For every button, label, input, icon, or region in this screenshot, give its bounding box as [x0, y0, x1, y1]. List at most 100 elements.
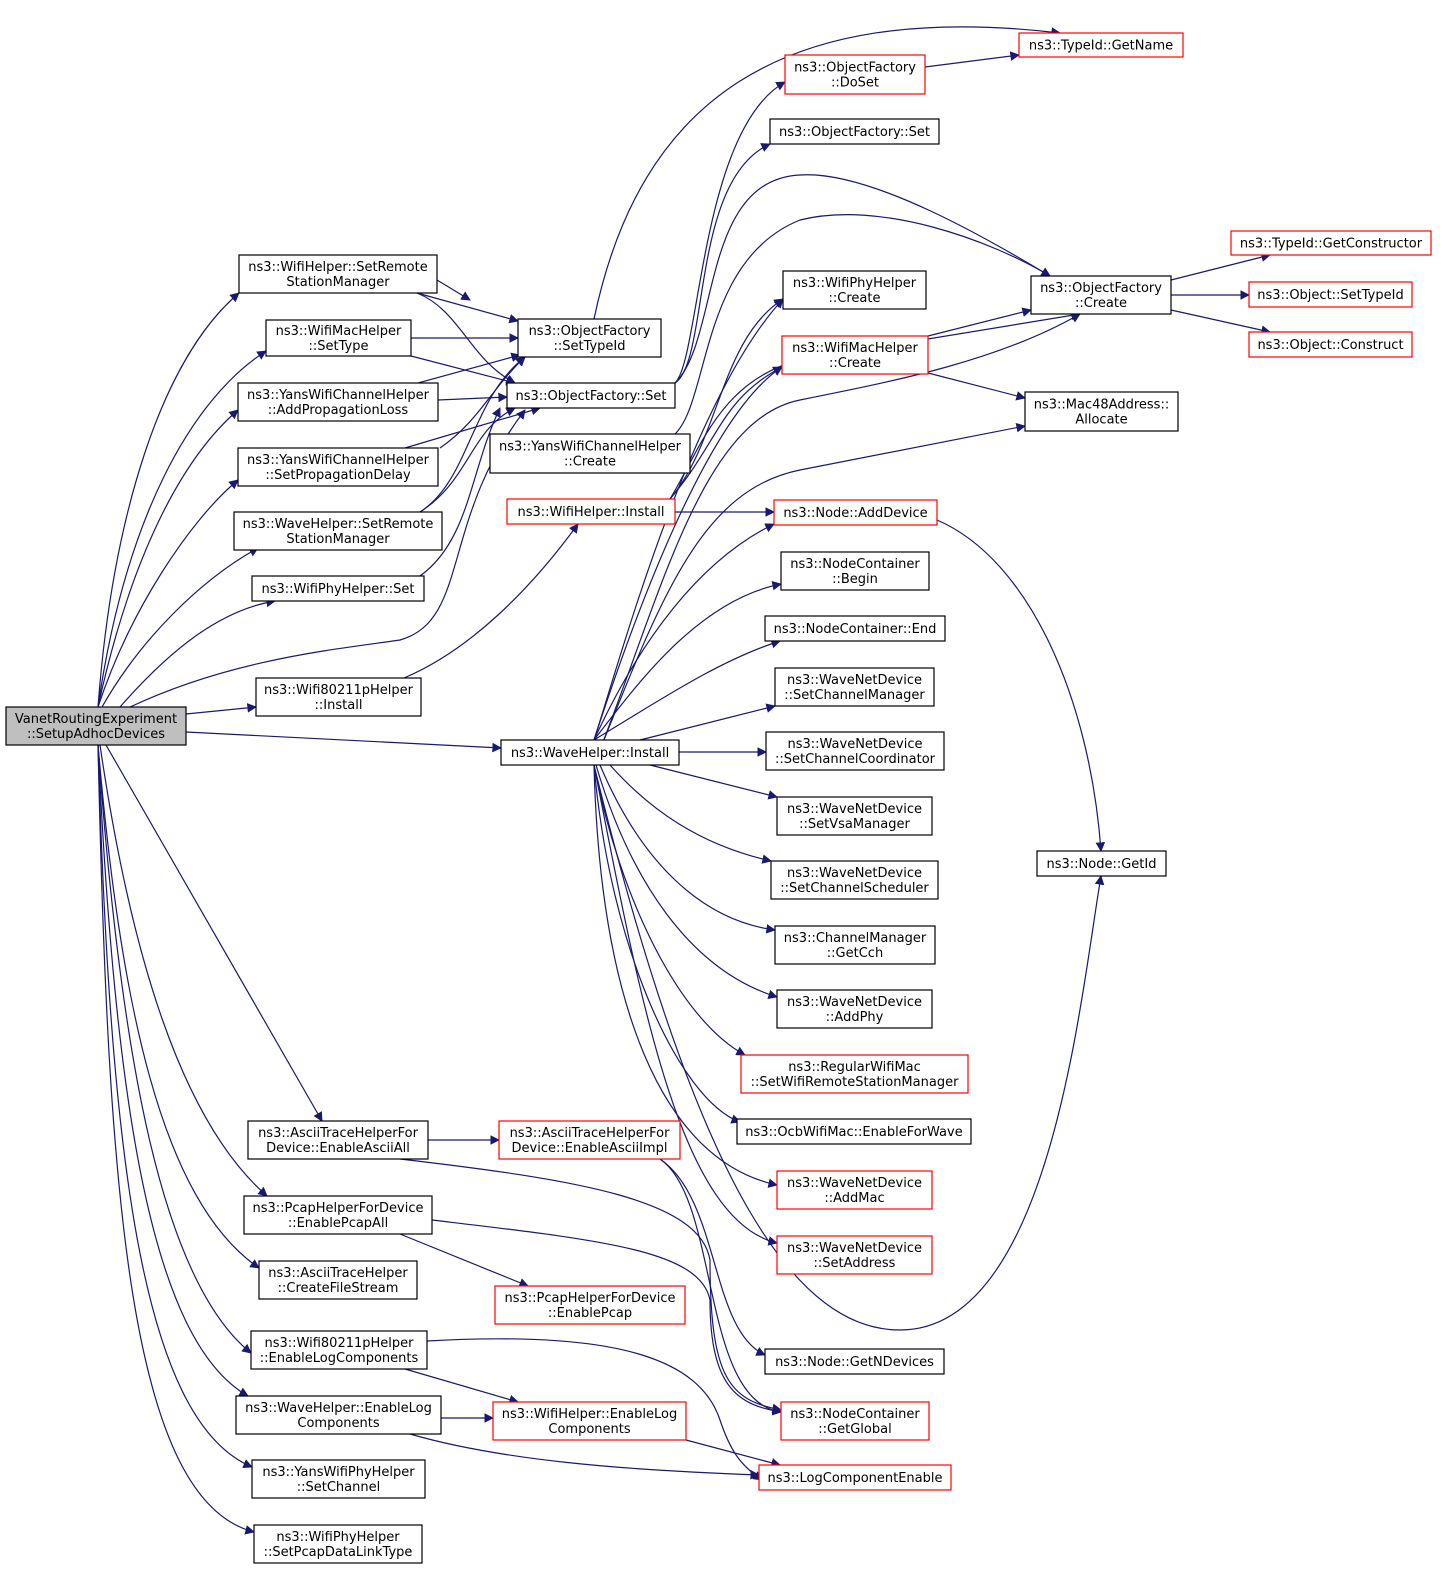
- node-obj_construct[interactable]: ns3::Object::Construct: [1248, 331, 1413, 358]
- node-box: [1024, 391, 1179, 432]
- node-box: [765, 731, 945, 771]
- edge-wave_install-to-owm_enable: [593, 764, 741, 1124]
- node-wnd_setaddr[interactable]: ns3::WaveNetDevice::SetAddress: [776, 1235, 933, 1275]
- edge-wh_setremote-to-of_set: [416, 292, 516, 384]
- node-label: ::AddMac: [824, 1191, 884, 1206]
- node-wh_install[interactable]: ns3::WifiHelper::Install: [506, 498, 676, 525]
- node-label: ns3::Node::GetId: [1047, 857, 1157, 872]
- node-label: ns3::PcapHelperForDevice: [505, 1291, 676, 1306]
- node-ywph_setchannel[interactable]: ns3::YansWifiPhyHelper::SetChannel: [251, 1459, 426, 1499]
- node-of_settypeid[interactable]: ns3::ObjectFactory::SetTypeId: [517, 318, 662, 358]
- node-label: ::AddPropagationLoss: [268, 403, 409, 418]
- node-label: ns3::NodeContainer: [790, 1407, 920, 1422]
- node-node_adddevice[interactable]: ns3::Node::AddDevice: [773, 499, 938, 526]
- node-box: [517, 318, 662, 358]
- node-nc_getglobal[interactable]: ns3::NodeContainer::GetGlobal: [780, 1401, 930, 1441]
- node-label: ns3::WaveNetDevice: [787, 673, 922, 688]
- edge-w80211p_enablelog-to-log_enable: [426, 1338, 763, 1481]
- node-wnd_setvsa[interactable]: ns3::WaveNetDevice::SetVsaManager: [776, 796, 933, 836]
- node-ascii_enableimpl[interactable]: ns3::AsciiTraceHelperForDevice::EnableAs…: [498, 1120, 681, 1160]
- node-tid_getctor[interactable]: ns3::TypeId::GetConstructor: [1230, 230, 1432, 256]
- node-ywch_addprop[interactable]: ns3::YansWifiChannelHelper::AddPropagati…: [237, 382, 439, 422]
- node-label: ns3::LogComponentEnable: [767, 1471, 942, 1486]
- node-box: [498, 1120, 681, 1160]
- node-mac48_alloc[interactable]: ns3::Mac48Address::Allocate: [1024, 391, 1179, 432]
- node-rwm_setwifi[interactable]: ns3::RegularWifiMac::SetWifiRemoteStatio…: [740, 1054, 969, 1094]
- node-label: ::GetGlobal: [818, 1422, 891, 1437]
- node-box: [251, 1459, 426, 1499]
- node-label: ::SetChannelScheduler: [780, 881, 929, 896]
- node-box: [500, 739, 680, 766]
- node-box: [1030, 275, 1172, 315]
- edge-ywch_create-to-of_create: [674, 214, 1051, 435]
- edge-root-to-wmh_settype: [97, 350, 267, 708]
- node-ywch_create[interactable]: ns3::YansWifiChannelHelper::Create: [489, 433, 691, 474]
- node-box: [773, 499, 938, 526]
- node-label: ::AddPhy: [826, 1010, 884, 1025]
- node-label: ::Create: [829, 356, 881, 371]
- node-of_set2[interactable]: ns3::ObjectFactory::Set: [769, 118, 940, 145]
- node-nc_begin[interactable]: ns3::NodeContainer::Begin: [780, 551, 930, 591]
- node-label: ::CreateFileStream: [278, 1281, 399, 1296]
- node-wave_install[interactable]: ns3::WaveHelper::Install: [500, 739, 680, 766]
- node-wave_enablelog[interactable]: ns3::WaveHelper::EnableLogComponents: [235, 1395, 442, 1435]
- edge-wh_install-to-wmh_create: [669, 366, 783, 500]
- node-box: [250, 1330, 428, 1370]
- node-label: ::Create: [1075, 296, 1127, 311]
- node-wnd_addmac[interactable]: ns3::WaveNetDevice::AddMac: [776, 1170, 933, 1210]
- node-tid_getname[interactable]: ns3::TypeId::GetName: [1018, 32, 1184, 58]
- node-w80211p_install[interactable]: ns3::Wifi80211pHelper::Install: [255, 677, 422, 717]
- node-pcap_enablepcap[interactable]: ns3::PcapHelperForDevice::EnablePcap: [494, 1285, 686, 1325]
- node-nc_end[interactable]: ns3::NodeContainer::End: [764, 615, 946, 642]
- node-label: ns3::WaveNetDevice: [787, 1176, 922, 1191]
- node-box: [774, 667, 935, 707]
- node-box: [770, 860, 939, 900]
- node-w80211p_enablelog[interactable]: ns3::Wifi80211pHelper::EnableLogComponen…: [250, 1330, 428, 1370]
- edge-wave_enablelog-to-log_enable: [409, 1433, 760, 1480]
- node-label: ns3::YansWifiChannelHelper: [499, 440, 682, 455]
- node-label: ns3::AsciiTraceHelperFor: [258, 1126, 419, 1141]
- node-box: [740, 1054, 969, 1094]
- edge-of_doset-to-tid_getname: [924, 51, 1020, 68]
- node-owm_enable[interactable]: ns3::OcbWifiMac::EnableForWave: [736, 1118, 972, 1145]
- node-node_getid[interactable]: ns3::Node::GetId: [1036, 850, 1167, 877]
- node-box: [265, 319, 412, 357]
- node-cm_getcch[interactable]: ns3::ChannelManager::GetCch: [774, 925, 936, 965]
- node-wnd_setchcoord[interactable]: ns3::WaveNetDevice::SetChannelCoordinato…: [765, 731, 945, 771]
- node-of_create[interactable]: ns3::ObjectFactory::Create: [1030, 275, 1172, 315]
- edge-wave_install-to-mac48_alloc: [593, 422, 1026, 766]
- edge-ascii_enableimpl-to-nc_getglobal: [659, 1158, 782, 1416]
- node-node_getndev[interactable]: ns3::Node::GetNDevices: [764, 1348, 945, 1375]
- edge-wmh_settype-to-of_set: [410, 355, 516, 386]
- edge-root-to-ywph_setchannel: [97, 744, 253, 1469]
- node-wph_setpcap[interactable]: ns3::WifiPhyHelper::SetPcapDataLinkType: [253, 1524, 423, 1564]
- node-label: ns3::TypeId::GetName: [1029, 39, 1173, 54]
- node-root[interactable]: VanetRoutingExperiment::SetupAdhocDevice…: [5, 706, 187, 746]
- node-wmh_create[interactable]: ns3::WifiMacHelper::Create: [781, 335, 929, 375]
- node-wph_set[interactable]: ns3::WifiPhyHelper::Set: [251, 575, 425, 602]
- node-wmh_settype[interactable]: ns3::WifiMacHelper::SetType: [265, 319, 412, 357]
- node-obj_settypeid[interactable]: ns3::Object::SetTypeId: [1248, 281, 1413, 308]
- node-ascii_enableall[interactable]: ns3::AsciiTraceHelperForDevice::EnableAs…: [247, 1120, 429, 1160]
- node-wnd_addphy[interactable]: ns3::WaveNetDevice::AddPhy: [776, 989, 933, 1029]
- node-log_enable[interactable]: ns3::LogComponentEnable: [758, 1464, 952, 1491]
- node-label: ::EnablePcap: [548, 1306, 632, 1321]
- node-of_doset[interactable]: ns3::ObjectFactory::DoSet: [784, 54, 926, 95]
- node-ascii_createfile[interactable]: ns3::AsciiTraceHelper::CreateFileStream: [258, 1260, 418, 1300]
- node-box: [258, 1260, 418, 1300]
- node-wnd_setchsched[interactable]: ns3::WaveNetDevice::SetChannelScheduler: [770, 860, 939, 900]
- node-label: ns3::WaveNetDevice: [787, 866, 922, 881]
- node-wnd_setchmgr[interactable]: ns3::WaveNetDevice::SetChannelManager: [774, 667, 935, 707]
- node-label: ns3::Wifi80211pHelper: [264, 683, 414, 698]
- node-ywch_setprop[interactable]: ns3::YansWifiChannelHelper::SetPropagati…: [237, 447, 439, 487]
- node-wph_create[interactable]: ns3::WifiPhyHelper::Create: [782, 270, 927, 310]
- node-of_set[interactable]: ns3::ObjectFactory::Set: [506, 382, 676, 409]
- edge-root-to-wph_set: [119, 597, 276, 708]
- node-label: ::SetPropagationDelay: [265, 468, 411, 483]
- node-label: ::SetTypeId: [553, 339, 625, 354]
- node-pcap_enableall[interactable]: ns3::PcapHelperForDevice::EnablePcapAll: [243, 1195, 433, 1235]
- node-wh_enablelog[interactable]: ns3::WifiHelper::EnableLogComponents: [492, 1401, 687, 1441]
